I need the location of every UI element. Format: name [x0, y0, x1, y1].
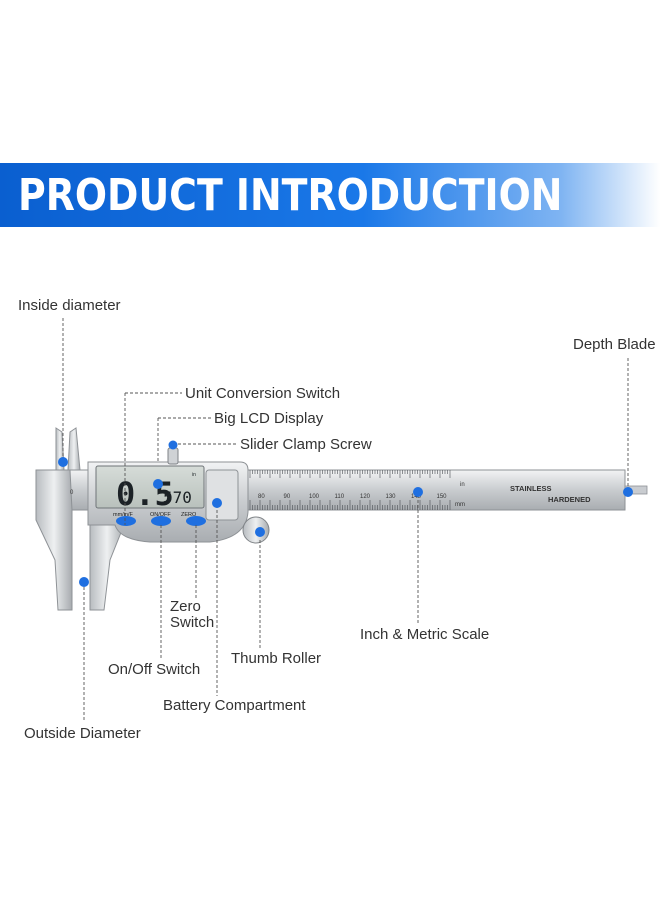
callout-markers: [58, 457, 633, 587]
scale-mm-label: mm: [455, 502, 465, 508]
battery-marker: [212, 498, 222, 508]
zero-button: [186, 516, 206, 526]
label-big-lcd-display: Big LCD Display: [214, 410, 324, 427]
scale-in-label: in: [460, 482, 465, 488]
scale-numbers: 80 90 100 110 120 130 140 150: [258, 494, 447, 500]
label-on-off-switch: On/Off Switch: [108, 661, 201, 678]
scale-marker: [413, 487, 423, 497]
lcd-sub-value: 570: [163, 488, 192, 507]
label-inside-diameter: Inside diameter: [18, 297, 121, 314]
thumb-roller-marker: [255, 527, 265, 537]
title-banner: [0, 163, 660, 227]
slider-clamp-screw-marker: [168, 440, 178, 450]
inside-jaw-sliding: [67, 427, 81, 471]
scale-number: 110: [335, 494, 345, 500]
lcd-unit: in: [192, 472, 196, 478]
scale-ticks: [249, 470, 451, 510]
inside-diameter-marker: [58, 457, 68, 467]
scale-number: 80: [258, 494, 265, 500]
scale-number: 130: [386, 494, 397, 500]
label-depth-blade: Depth Blade: [573, 336, 656, 353]
button-unit-label: mm/in/F: [113, 512, 134, 518]
label-zero-switch-line1: Zero: [170, 598, 201, 615]
leader-lines: [62, 318, 629, 722]
depth-blade-marker: [623, 487, 633, 497]
label-thumb-roller: Thumb Roller: [231, 650, 322, 667]
label-zero-switch-line2: Switch: [170, 614, 215, 631]
label-inch-metric-scale: Inch & Metric Scale: [360, 626, 490, 643]
label-slider-clamp-screw: Slider Clamp Screw: [240, 436, 372, 453]
scale-zero: 0: [70, 490, 74, 496]
brand-line-2: HARDENED: [548, 495, 591, 504]
scale-number: 120: [360, 494, 371, 500]
button-zero-label: ZERO: [181, 512, 197, 518]
label-unit-conversion-switch: Unit Conversion Switch: [185, 385, 341, 402]
lcd-main-value: 0.5: [116, 475, 174, 513]
slider-clamp-screw: [167, 447, 179, 465]
fixed-jaw: [35, 469, 73, 611]
scale-number: 100: [309, 494, 320, 500]
brand-line-1: STAINLESS: [510, 484, 552, 493]
lcd-display: [95, 465, 205, 509]
button-onoff-label: ON/OFF: [150, 512, 171, 518]
scale-number: 140: [411, 494, 422, 500]
battery-compartment: [205, 469, 239, 521]
outside-diameter-marker: [79, 577, 89, 587]
on-off-button: [151, 516, 171, 526]
lcd-marker: [153, 479, 163, 489]
scale-number: 150: [437, 494, 448, 500]
label-outside-diameter: Outside Diameter: [24, 725, 141, 742]
label-battery-compartment: Battery Compartment: [163, 697, 306, 714]
scale-number: 90: [284, 494, 291, 500]
unit-conversion-button: [116, 516, 136, 526]
banner-title: PRODUCT INTRODUCTION: [18, 170, 563, 221]
